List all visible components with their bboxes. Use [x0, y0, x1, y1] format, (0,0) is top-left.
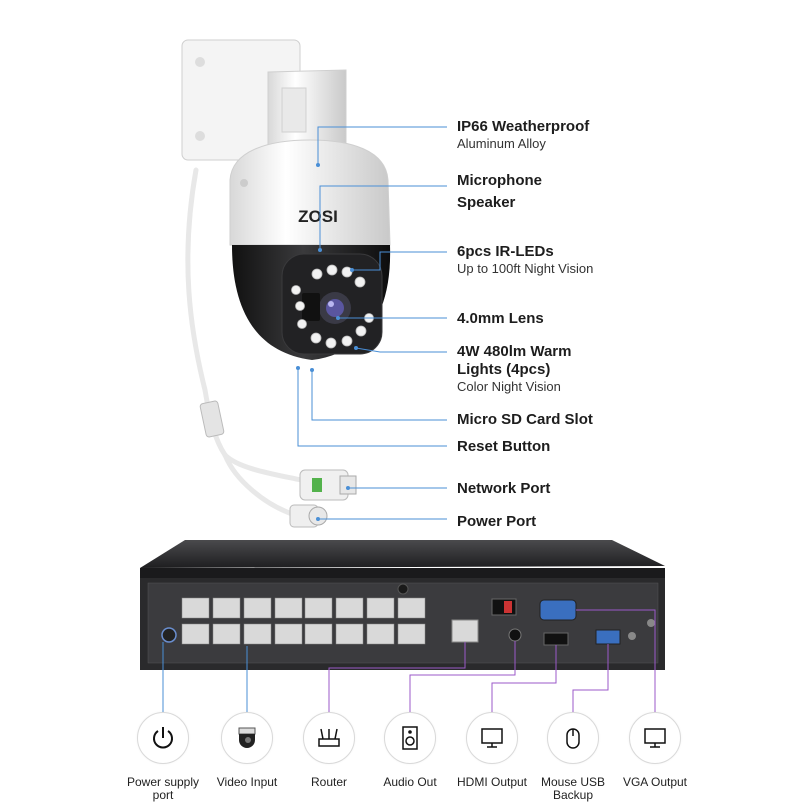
callout-warm-lights-count: Lights (4pcs) Color Night Vision [457, 361, 561, 395]
power-icon [137, 712, 189, 764]
callout-speaker: Speaker [457, 194, 515, 211]
cable-connector [199, 400, 225, 438]
leader-dots [296, 163, 358, 521]
mouse-icon [547, 712, 599, 764]
nvr-hdmi-port [543, 632, 569, 646]
callout-power-port: Power Port [457, 513, 536, 530]
nvr-recorder [140, 540, 665, 670]
nvr-vga-port [539, 599, 577, 621]
callout-subtitle: Aluminum Alloy [457, 136, 546, 152]
poe-port-block [181, 597, 426, 645]
brand-logo: ZOSI [298, 207, 338, 226]
speaker-icon [384, 712, 436, 764]
port-label: Audio Out [383, 775, 437, 789]
port-vga-output: VGA Output [610, 712, 700, 789]
camera-leaders [297, 126, 447, 520]
nvr-audio-jack [508, 628, 522, 642]
callout-subtitle: Color Night Vision [457, 379, 561, 395]
port-label: HDMI Output [456, 775, 528, 789]
callout-title: 4.0mm Lens [457, 310, 544, 327]
callout-title: IP66 Weatherproof [457, 118, 590, 135]
router-icon [303, 712, 355, 764]
callout-title: 6pcs IR-LEDs [457, 243, 554, 260]
callout-weatherproof: IP66 Weatherproof Aluminum Alloy [457, 118, 589, 152]
callout-lens: 4.0mm Lens [457, 310, 544, 327]
callout-network-port: Network Port [457, 480, 550, 497]
callout-sd-slot: Micro SD Card Slot [457, 411, 593, 428]
callout-reset-button: Reset Button [457, 438, 550, 455]
callout-title: Lights (4pcs) [457, 361, 551, 378]
port-label: VGA Output [622, 775, 688, 789]
port-label: Video Input [216, 775, 278, 789]
port-label: Router [310, 775, 348, 789]
port-hdmi-output: HDMI Output [447, 712, 537, 789]
callout-title: Microphone [457, 172, 542, 189]
monitor-icon [629, 712, 681, 764]
callout-title: Power Port [457, 513, 537, 530]
led-array [291, 264, 374, 349]
port-video-input: Video Input [202, 712, 292, 789]
callout-title: Speaker [457, 194, 516, 211]
callout-title: Micro SD Card Slot [457, 411, 593, 428]
nvr-network-port [451, 619, 479, 643]
camera-icon [221, 712, 273, 764]
nvr-usb-port [595, 629, 621, 645]
callout-title: Network Port [457, 480, 551, 497]
callout-microphone: Microphone [457, 172, 542, 189]
callout-ir-leds: 6pcs IR-LEDs Up to 100ft Night Vision [457, 243, 593, 277]
port-router: Router [284, 712, 374, 789]
power-connector [289, 504, 328, 528]
nvr-leaders [162, 609, 656, 712]
port-audio-out: Audio Out [365, 712, 455, 789]
callout-title: Reset Button [457, 438, 551, 455]
monitor-icon [466, 712, 518, 764]
callout-title: 4W 480lm Warm [457, 343, 572, 360]
network-connector [299, 469, 357, 501]
nvr-power-jack [161, 627, 177, 643]
ptz-camera: ZOSI [229, 139, 391, 360]
callout-subtitle: Up to 100ft Night Vision [457, 261, 594, 277]
callout-warm-lights: 4W 480lm Warm [457, 343, 572, 360]
